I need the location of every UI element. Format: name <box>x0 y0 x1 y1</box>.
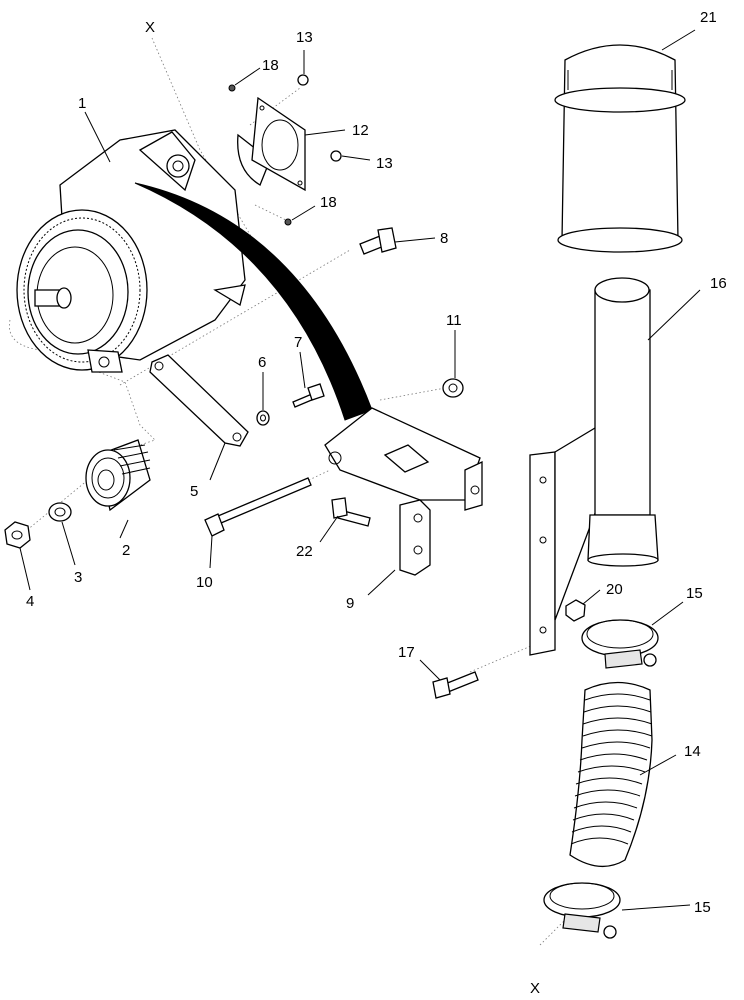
callout-13-top: 13 <box>296 29 313 46</box>
callout-15-upper: 15 <box>686 585 703 602</box>
callout-10: 10 <box>196 574 213 591</box>
nut-small <box>565 599 586 622</box>
alternator <box>16 129 373 421</box>
corrugated-hose <box>569 681 653 867</box>
callout-12: 12 <box>352 122 369 139</box>
callout-3: 3 <box>74 569 82 586</box>
bolt-short <box>292 383 325 408</box>
hex-nut <box>4 521 31 549</box>
small-nut <box>297 74 342 162</box>
filter-cap <box>554 44 686 253</box>
bolt-medium <box>331 497 371 527</box>
gasket-plate <box>237 96 306 192</box>
callout-16: 16 <box>710 275 727 292</box>
callout-1: 1 <box>78 95 86 112</box>
callout-4: 4 <box>26 593 34 610</box>
callout-13-right: 13 <box>376 155 393 172</box>
bolt-long-17 <box>432 671 479 699</box>
pulley <box>85 439 151 512</box>
adjusting-strap <box>149 354 249 447</box>
callout-21: 21 <box>700 9 717 26</box>
lock-washer <box>48 502 72 522</box>
hose-clamp-upper <box>581 619 659 669</box>
leader-lines <box>19 29 701 911</box>
support-bracket <box>529 423 601 656</box>
callout-5: 5 <box>190 483 198 500</box>
callout-7: 7 <box>294 334 302 351</box>
callout-2: 2 <box>122 542 130 559</box>
intake-tube <box>587 277 659 567</box>
hose-clamp-lower <box>543 882 621 939</box>
callout-22: 22 <box>296 543 313 560</box>
callout-labels: 1 2 3 4 5 6 7 8 9 10 11 12 13 13 14 15 1… <box>26 9 727 997</box>
washer <box>256 410 270 426</box>
callout-8: 8 <box>440 230 448 247</box>
callout-18-mid: 18 <box>320 194 337 211</box>
callout-17: 17 <box>398 644 415 661</box>
callout-11: 11 <box>446 312 462 329</box>
callout-x-top: X <box>145 19 155 36</box>
mounting-bracket <box>324 407 483 576</box>
callout-20: 20 <box>606 581 623 598</box>
callout-x-bottom: X <box>530 980 540 997</box>
callout-18-top: 18 <box>262 57 279 74</box>
flange-bolt <box>359 227 397 255</box>
callout-6: 6 <box>258 354 266 371</box>
spacer-nut <box>442 378 464 398</box>
callout-9: 9 <box>346 595 354 612</box>
long-bolt <box>204 477 312 537</box>
callout-15-lower: 15 <box>694 899 711 916</box>
callout-14: 14 <box>684 743 701 760</box>
small-screw <box>228 84 292 226</box>
